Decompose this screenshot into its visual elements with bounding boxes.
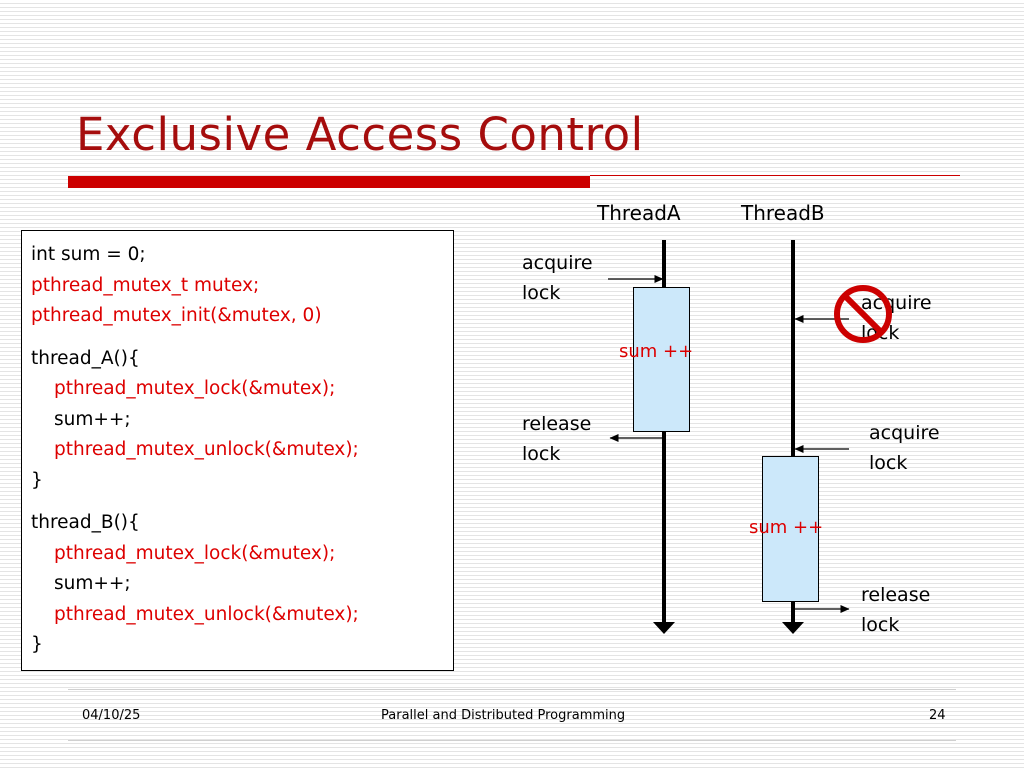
thread-b-release-label-line1: release	[861, 584, 931, 606]
thread-b-acquire-label-line1: acquire	[869, 422, 940, 444]
thread-a-release-label-line1: release	[522, 413, 592, 435]
thread-b-acquire-label: acquire lock	[869, 418, 940, 478]
thread-a-timeline-arrowhead	[653, 622, 675, 634]
code-line-thread-a-unlock: pthread_mutex_unlock(&mutex);	[54, 439, 359, 460]
title-underline-bar	[68, 176, 590, 188]
code-line-thread-b-open: thread_B(){	[31, 512, 140, 533]
thread-a-release-label-line2: lock	[522, 443, 561, 465]
thread-b-timeline	[791, 240, 795, 622]
footer-date: 04/10/25	[82, 708, 141, 723]
thread-b-release-label-line2: lock	[861, 614, 900, 636]
thread-a-acquire-label: acquire lock	[522, 248, 593, 308]
footer-rule-top	[68, 689, 956, 690]
thread-a-acquire-label-line2: lock	[522, 282, 561, 304]
thread-a-release-label: release lock	[522, 409, 591, 469]
thread-a-critical-label: sum ++	[619, 341, 694, 362]
thread-b-acquire-label-line2: lock	[869, 452, 908, 474]
thread-b-blocked-acquire-label-line1: acquire	[861, 292, 932, 314]
code-line-thread-a-lock: pthread_mutex_lock(&mutex);	[54, 378, 336, 399]
title-underline-rule	[590, 175, 960, 176]
footer-page-number: 24	[929, 708, 946, 723]
code-listing: int sum = 0; pthread_mutex_t mutex; pthr…	[21, 230, 454, 671]
code-line-thread-a-increment: sum++;	[54, 408, 131, 430]
thread-b-critical-section	[762, 456, 819, 602]
code-line-thread-b-lock: pthread_mutex_lock(&mutex);	[54, 542, 336, 564]
slide-title: Exclusive Access Control	[76, 108, 644, 161]
footer-rule-bottom	[68, 740, 956, 741]
code-line-mutex-init: pthread_mutex_init(&mutex, 0)	[31, 305, 322, 326]
thread-b-blocked-acquire-label-line2: lock	[861, 322, 900, 344]
code-line-thread-a-open: thread_A(){	[31, 347, 140, 369]
code-line-thread-b-increment: sum++;	[54, 573, 131, 594]
footer-course-title: Parallel and Distributed Programming	[381, 708, 626, 723]
code-line-sum-decl: int sum = 0;	[31, 244, 146, 265]
thread-a-critical-section	[633, 287, 690, 432]
thread-b-release-label: release lock	[861, 580, 930, 640]
thread-a-acquire-label-line1: acquire	[522, 252, 593, 274]
code-line-thread-a-close: }	[31, 469, 43, 491]
thread-b-timeline-arrowhead	[782, 622, 804, 634]
thread-b-blocked-acquire-label: acquire lock	[861, 288, 932, 348]
thread-a-header: ThreadA	[597, 201, 681, 225]
thread-b-header: ThreadB	[741, 201, 825, 225]
code-line-thread-b-close: }	[31, 634, 43, 655]
thread-b-critical-label: sum ++	[749, 517, 824, 538]
code-line-mutex-decl: pthread_mutex_t mutex;	[31, 274, 260, 296]
code-line-thread-b-unlock: pthread_mutex_unlock(&mutex);	[54, 603, 359, 625]
